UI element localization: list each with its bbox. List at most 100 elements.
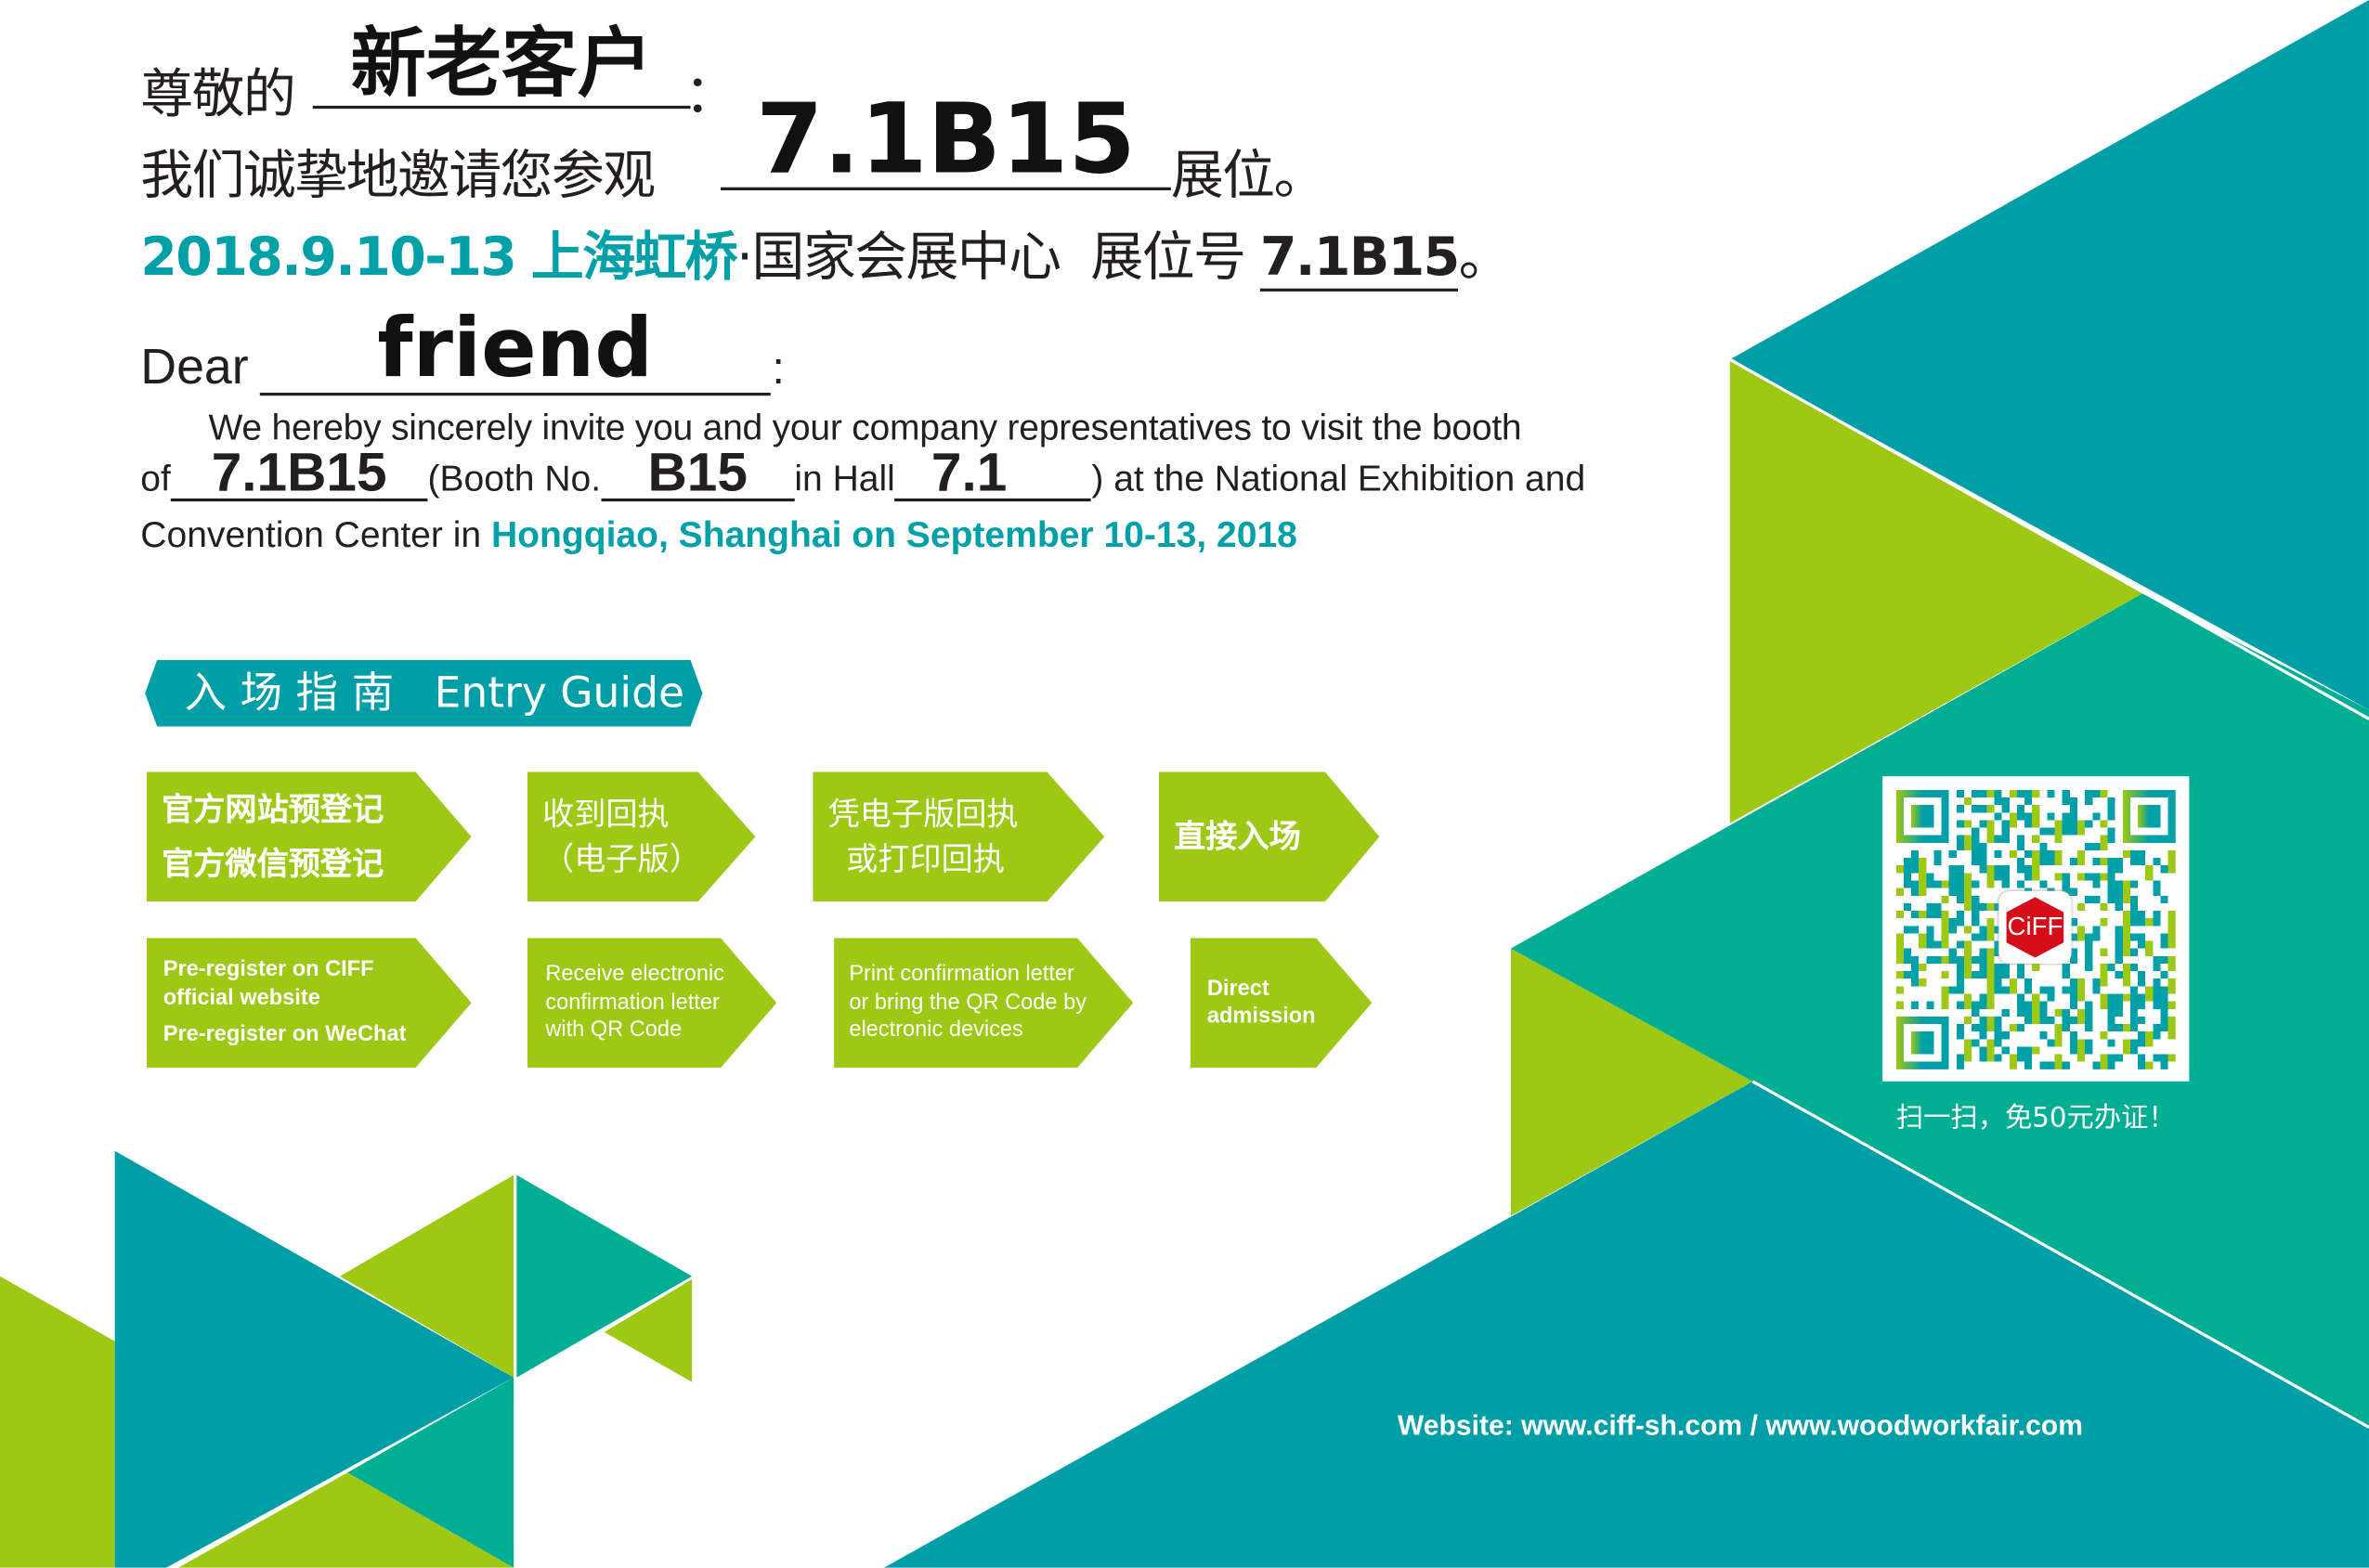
qr-module bbox=[2016, 1008, 2025, 1017]
qr-module bbox=[1895, 948, 1904, 956]
qr-module bbox=[2153, 1024, 2161, 1032]
qr-module bbox=[2115, 865, 2123, 874]
qr-module bbox=[1926, 926, 1934, 934]
qr-module bbox=[1979, 1001, 1987, 1009]
qr-module bbox=[1941, 918, 1949, 927]
booth-no-value: B15 bbox=[601, 445, 795, 502]
qr-module bbox=[1994, 902, 2002, 912]
qr-module bbox=[2062, 873, 2070, 881]
step-1-en: Pre-register on CIFF official website Pr… bbox=[146, 938, 472, 1069]
qr-module bbox=[2077, 849, 2086, 859]
qr-module bbox=[2001, 1046, 2010, 1055]
qr-module bbox=[1895, 955, 1904, 964]
qr-module bbox=[2016, 971, 2025, 979]
qr-module bbox=[1933, 911, 1942, 919]
qr-code[interactable]: CiFF bbox=[1882, 776, 2190, 1082]
qr-module bbox=[1972, 858, 1980, 866]
website-link[interactable]: Website: www.ciff-sh.com / www.woodworkf… bbox=[1397, 1408, 2083, 1442]
qr-module bbox=[2129, 858, 2139, 866]
qr-module bbox=[1963, 1046, 1972, 1055]
qr-module bbox=[2032, 865, 2040, 874]
qr-module bbox=[2001, 880, 2010, 888]
qr-module bbox=[1979, 865, 1987, 874]
qr-module bbox=[2107, 835, 2115, 843]
qr-module bbox=[2122, 880, 2130, 888]
qr-module bbox=[2100, 902, 2108, 912]
qr-module bbox=[1986, 933, 1995, 941]
qr-module bbox=[1986, 789, 1995, 798]
step-text: 或打印回执 bbox=[846, 841, 1005, 878]
qr-module bbox=[1994, 1031, 2002, 1040]
qr-module bbox=[2107, 865, 2115, 874]
qr-module bbox=[2024, 1061, 2033, 1069]
qr-module bbox=[2122, 993, 2130, 1002]
qr-module bbox=[1986, 993, 1995, 1002]
qr-module bbox=[2129, 963, 2139, 972]
qr-module bbox=[2167, 978, 2176, 987]
qr-module bbox=[1941, 911, 1949, 919]
qr-module bbox=[1986, 926, 1995, 934]
qr-module bbox=[1926, 1001, 1934, 1009]
qr-module bbox=[1933, 940, 1942, 949]
qr-module bbox=[2032, 805, 2040, 813]
qr-module bbox=[2054, 820, 2063, 828]
qr-module bbox=[2129, 911, 2139, 919]
qr-module bbox=[1911, 963, 1920, 972]
qr-module bbox=[2024, 849, 2033, 859]
qr-module bbox=[2077, 1046, 2086, 1055]
qr-module bbox=[2100, 873, 2108, 881]
qr-module bbox=[1933, 955, 1942, 964]
qr-module bbox=[1956, 880, 1964, 888]
qr-module bbox=[2138, 1001, 2146, 1009]
qr-module bbox=[1919, 963, 1927, 972]
qr-module bbox=[2077, 1008, 2086, 1017]
step-1-cn: 官方网站预登记 官方微信预登记 bbox=[146, 771, 472, 902]
qr-module bbox=[2092, 858, 2101, 866]
qr-module bbox=[2138, 971, 2146, 979]
qr-module bbox=[1933, 858, 1942, 866]
qr-module bbox=[2167, 955, 2176, 964]
qr-module bbox=[2160, 993, 2168, 1002]
qr-module bbox=[2153, 963, 2161, 972]
booth-number-cn: 7.1B15 bbox=[1259, 227, 1460, 292]
qr-module bbox=[2039, 842, 2048, 850]
recipient-name-en: friend bbox=[259, 302, 771, 396]
qr-module bbox=[1948, 873, 1957, 881]
qr-module bbox=[1926, 955, 1934, 964]
qr-module bbox=[1956, 986, 1964, 994]
qr-module bbox=[2032, 873, 2040, 881]
qr-module bbox=[1903, 902, 1912, 912]
qr-module bbox=[1986, 880, 1995, 888]
qr-module bbox=[1979, 820, 1987, 828]
qr-module bbox=[2153, 918, 2161, 927]
qr-module bbox=[1956, 1031, 1964, 1040]
qr-module bbox=[2069, 978, 2078, 987]
qr-module bbox=[2032, 812, 2040, 821]
qr-module bbox=[2167, 1001, 2176, 1009]
qr-module bbox=[2122, 918, 2130, 927]
qr-module bbox=[2115, 926, 2123, 934]
qr-module bbox=[2100, 858, 2108, 866]
qr-module bbox=[2001, 797, 2010, 806]
qr-module bbox=[2047, 1039, 2055, 1047]
qr-module bbox=[2001, 986, 2010, 994]
qr-module bbox=[2122, 849, 2130, 859]
qr-module bbox=[1956, 835, 1964, 843]
qr-module bbox=[2153, 858, 2161, 866]
qr-module bbox=[2107, 858, 2115, 866]
step-text: Pre-register on CIFF bbox=[163, 957, 374, 982]
qr-module bbox=[2001, 827, 2010, 836]
qr-module bbox=[1941, 1001, 1949, 1009]
qr-module bbox=[1911, 955, 1920, 964]
qr-module bbox=[1963, 797, 1972, 806]
step-text: with QR Code bbox=[545, 1017, 683, 1043]
qr-module bbox=[1994, 812, 2002, 821]
bg-teal-bottom-left bbox=[114, 1150, 514, 1568]
qr-module bbox=[1956, 789, 1964, 798]
invite-line-3-start: Convention Center in bbox=[140, 514, 491, 556]
qr-module bbox=[1911, 1001, 1920, 1009]
qr-module bbox=[2145, 1031, 2154, 1040]
qr-module bbox=[2085, 820, 2093, 828]
qr-module bbox=[2107, 963, 2115, 972]
